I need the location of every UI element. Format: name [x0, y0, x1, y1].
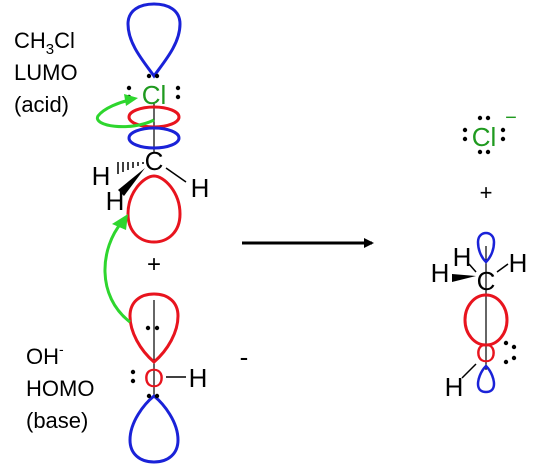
carbon-atom: C	[145, 146, 164, 176]
cl-upper-blue-lobe	[126, 2, 182, 79]
c-lower-red-lobe	[126, 174, 182, 244]
c-h-bond	[496, 263, 509, 273]
hashed-wedge-bond	[117, 162, 144, 174]
o-upper-red-lobe	[128, 292, 180, 364]
lone-pair-dot	[145, 325, 151, 331]
c-o-sigma-lobe	[463, 293, 509, 347]
c-blue-lobe	[127, 126, 181, 150]
hydrogen-hydroxide: H	[189, 363, 208, 393]
lone-pair-dot	[511, 344, 517, 350]
hydroxide-reactant: O H -	[128, 292, 249, 464]
methanol-h-right: H	[509, 248, 528, 278]
acid-label: CH3Cl LUMO (acid)	[14, 28, 78, 117]
lone-pair-dot	[175, 94, 181, 100]
methanol-h-hydroxyl: H	[445, 372, 464, 402]
o-h-bond	[461, 363, 477, 379]
o-lower-blue-lobe	[128, 394, 180, 464]
lone-pair-dot	[462, 127, 468, 133]
o-small-blue-lobe	[476, 364, 496, 394]
lone-pair-dot	[503, 359, 509, 365]
arrowhead-bond-to-cl	[124, 94, 138, 106]
lone-pair-dot	[500, 127, 506, 133]
plus-sign-left: +	[147, 251, 161, 278]
methanol-product: C H H H O H	[431, 231, 528, 402]
methanol-h-top: H	[453, 242, 472, 272]
oxygen-atom: O	[144, 363, 164, 393]
lone-pair-dot	[154, 393, 160, 399]
c-h-bond	[468, 263, 477, 273]
lone-pair-dot	[477, 115, 483, 121]
lone-pair-dot	[485, 115, 491, 121]
lone-pair-dot	[130, 378, 136, 384]
c-h-bond	[165, 167, 187, 183]
methanol-carbon: C	[477, 266, 496, 296]
bold-wedge-bond	[452, 274, 476, 282]
lone-pair-dot	[126, 85, 132, 91]
methanol-h-left: H	[431, 258, 450, 288]
methanol-oxygen: O	[476, 338, 496, 368]
lone-pair-dot	[175, 85, 181, 91]
chloride-charge: −	[505, 107, 517, 129]
acid-formula: CH3Cl	[14, 28, 75, 58]
lone-pair-dot	[154, 73, 160, 79]
chloromethane-reactant: Cl C H H H	[92, 2, 210, 244]
bold-wedge-bond	[118, 168, 145, 196]
arrowhead-oh-to-c	[112, 214, 128, 230]
base-label: OH- HOMO (base)	[26, 341, 94, 433]
c-small-blue-lobe	[476, 231, 496, 264]
acid-orbital-label: LUMO	[14, 60, 78, 85]
lone-pair-dot	[477, 149, 483, 155]
hydrogen-left: H	[92, 161, 111, 191]
lone-pair-dot	[485, 149, 491, 155]
plus-sign-right: +	[480, 180, 493, 205]
curved-arrows	[96, 94, 155, 324]
base-formula: OH-	[26, 341, 64, 369]
lone-pair-dot	[146, 393, 152, 399]
lone-pair-dot	[130, 369, 136, 375]
chloride-atom: Cl	[472, 122, 497, 152]
curved-arrow-bond-to-cl	[96, 98, 155, 129]
chlorine-atom: Cl	[142, 80, 167, 110]
lone-pair-dot	[511, 355, 517, 361]
base-role-label: (base)	[26, 408, 88, 433]
lone-pair-dot	[154, 325, 160, 331]
lone-pair-dot	[462, 136, 468, 142]
lone-pair-dot	[500, 136, 506, 142]
hydroxide-charge: -	[240, 342, 249, 372]
acid-role-label: (acid)	[14, 92, 69, 117]
chloride-product: Cl −	[462, 107, 517, 155]
base-orbital-label: HOMO	[26, 376, 94, 401]
lone-pair-dot	[146, 73, 152, 79]
lone-pair-dot	[503, 340, 509, 346]
hydrogen-right: H	[191, 173, 210, 203]
curved-arrow-oh-to-c	[103, 221, 131, 324]
hydrogen-lower: H	[106, 186, 125, 216]
